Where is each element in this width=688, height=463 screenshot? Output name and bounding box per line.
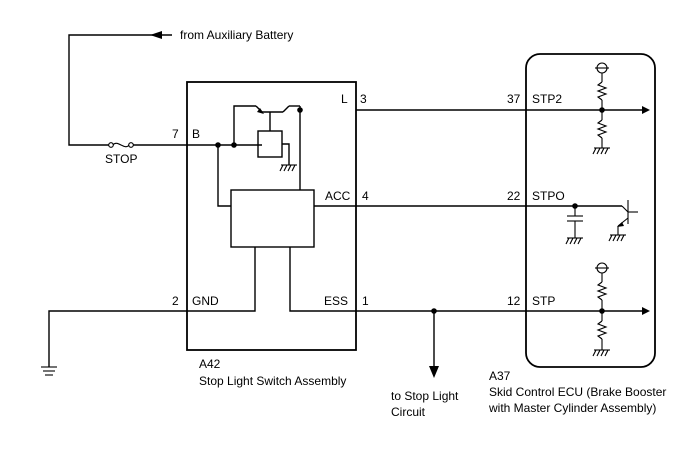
pin-stp2-num: 37 [507,92,521,106]
ground-icon [279,164,297,172]
stp-bias-network [592,262,610,357]
pin-l-num: 3 [360,92,367,106]
junction-dot [297,107,303,113]
arrow-right-icon [642,307,650,315]
pin-stp-name: STP [532,294,555,308]
ecu-code: A37 [489,369,511,383]
ess-internal-wire [289,247,356,312]
battery-feed-wire [68,31,172,146]
pin-gnd-num: 2 [172,294,179,308]
switch-name: Stop Light Switch Assembly [199,374,346,388]
ecu-box [525,53,656,368]
gnd-internal-wire [187,247,256,312]
fuse-label: STOP [105,152,137,166]
branch-label-line2: Circuit [391,405,426,419]
chassis-ground-icon [41,366,57,376]
transistor-icon [233,105,300,145]
ecu-name-line1: Skid Control ECU (Brake Booster [489,385,666,399]
switch-code: A42 [199,357,221,371]
pin-stp-num: 12 [507,294,521,308]
pin-b-name: B [192,127,200,141]
arrow-right-icon [642,106,650,114]
source-label: from Auxiliary Battery [180,28,293,42]
pin-ess-name: ESS [324,294,348,308]
stpo-output-network [565,200,638,245]
pin-gnd-name: GND [192,294,219,308]
switch-assembly-box [186,81,357,351]
arrow-down-icon [429,366,439,378]
stp2-bias-network [592,62,610,155]
pin-acc-num: 4 [362,189,369,203]
pin-acc-name: ACC [325,189,351,203]
pin-l-name: L [341,92,348,106]
fuse-icon [108,142,134,148]
arrow-left-icon [150,31,162,39]
pin-ess-num: 1 [362,294,369,308]
ecu-name-line2: with Master Cylinder Assembly) [488,401,656,415]
pin-stpo-name: STPO [532,189,565,203]
control-ic-block [230,189,315,248]
pin-stpo-num: 22 [507,189,521,203]
pin-stp2-name: STP2 [532,92,562,106]
b-to-ic-wire [217,145,231,207]
gnd-external-wire [48,310,187,367]
pin-b-num: 7 [172,127,179,141]
coil-ground-wire [282,143,290,165]
relay-coil-icon [257,130,283,158]
branch-label-line1: to Stop Light [391,389,459,403]
